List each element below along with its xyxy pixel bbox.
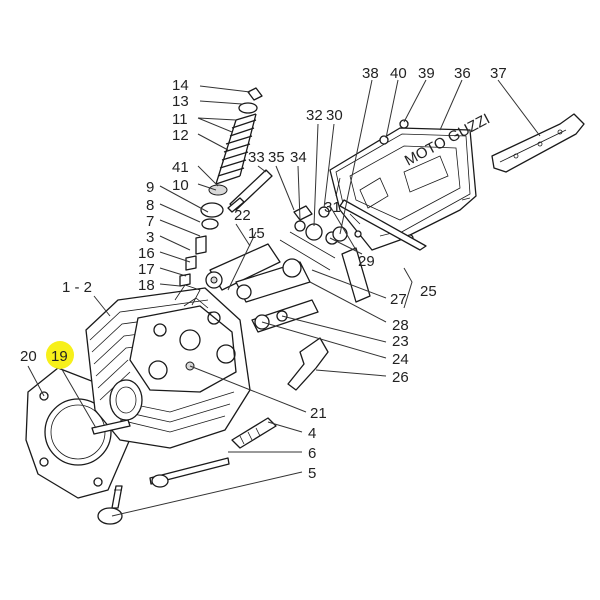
rocker-cover: MOTO GUZZI — [329, 110, 493, 251]
callout-28: 28 — [392, 317, 409, 334]
callout-6: 6 — [308, 445, 316, 462]
callout-18: 18 — [138, 277, 155, 294]
callout-36: 36 — [454, 65, 471, 82]
callout-25: 25 — [420, 283, 437, 300]
callout-17: 17 — [138, 261, 155, 278]
callout-39: 39 — [418, 65, 435, 82]
callout-23: 23 — [392, 333, 409, 350]
callout-19-highlight — [46, 341, 74, 369]
valve-guide — [91, 417, 277, 449]
callout-labels: 14 13 11 12 41 10 9 8 7 3 16 17 18 1 - 2… — [20, 65, 507, 482]
callout-3: 3 — [146, 229, 154, 246]
callout-12: 12 — [172, 127, 189, 144]
callout-32: 32 — [306, 107, 323, 124]
callout-40: 40 — [390, 65, 407, 82]
callout-15: 15 — [248, 225, 265, 242]
callout-35: 35 — [268, 149, 285, 166]
callout-34: 34 — [290, 149, 307, 166]
callout-4: 4 — [308, 425, 316, 442]
callout-21: 21 — [310, 405, 327, 422]
callout-20: 20 — [20, 348, 37, 365]
callout-19: 19 — [51, 348, 68, 365]
callout-41: 41 — [172, 159, 189, 176]
callout-1-2: 1 - 2 — [62, 279, 92, 296]
callout-13: 13 — [172, 93, 189, 110]
callout-14: 14 — [172, 77, 189, 94]
callout-26: 26 — [392, 369, 409, 386]
cover-bracket — [491, 113, 585, 173]
callout-11: 11 — [172, 111, 188, 128]
callout-27: 27 — [390, 291, 407, 308]
callout-38: 38 — [362, 65, 379, 82]
callout-10: 10 — [172, 177, 189, 194]
callout-29: 29 — [358, 253, 375, 270]
callout-37: 37 — [490, 65, 507, 82]
callout-30: 30 — [326, 107, 343, 124]
valve-spring-stack — [179, 87, 263, 287]
callout-5: 5 — [308, 465, 316, 482]
callout-22: 22 — [234, 207, 251, 224]
leader-lines — [27, 79, 541, 517]
callout-33: 33 — [248, 149, 265, 166]
callout-16: 16 — [138, 245, 155, 262]
cylinder-head — [85, 284, 251, 449]
callout-7: 7 — [146, 213, 154, 230]
callout-8: 8 — [146, 197, 154, 214]
valves — [97, 457, 230, 525]
callout-9: 9 — [146, 179, 154, 196]
callout-24: 24 — [392, 351, 409, 368]
callout-31: 31 — [324, 199, 341, 216]
